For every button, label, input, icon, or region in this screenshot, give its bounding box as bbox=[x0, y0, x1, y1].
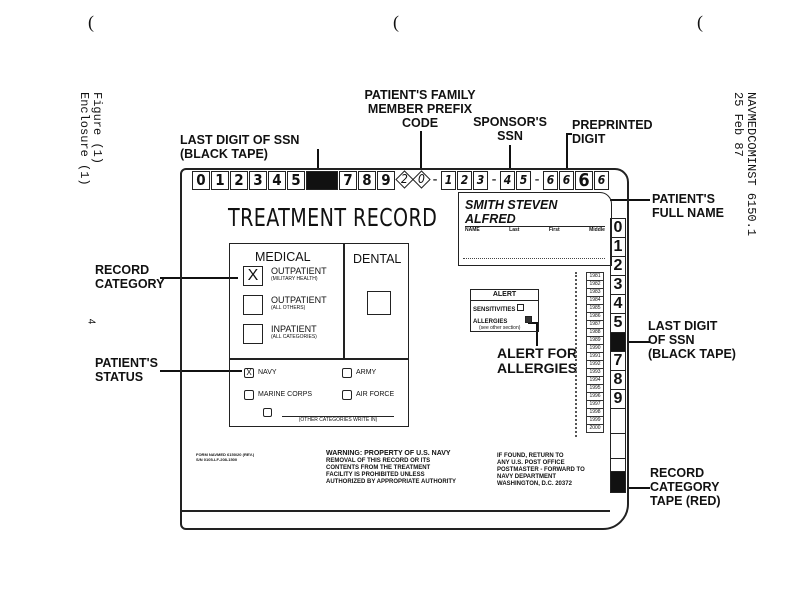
year-box: 2000 bbox=[586, 425, 604, 433]
year-box: 1999 bbox=[586, 417, 604, 425]
year-box: 1985 bbox=[586, 305, 604, 313]
year-box: 1990 bbox=[586, 345, 604, 353]
punch-mark: ( bbox=[393, 12, 399, 32]
form-title: TREATMENT RECORD bbox=[228, 203, 438, 232]
category-tape bbox=[610, 472, 626, 493]
category-label: OUTPATIENT(ALL OTHERS) bbox=[271, 295, 327, 312]
year-box: 1992 bbox=[586, 361, 604, 369]
category-label: OUTPATIENT(MILITARY HEALTH) bbox=[271, 266, 327, 283]
treatment-record-folder bbox=[180, 168, 629, 530]
year-box: 1995 bbox=[586, 385, 604, 393]
preprinted-digit: 6 bbox=[575, 171, 593, 190]
prefix-code-digit: 2 bbox=[394, 170, 414, 189]
status-label: MARINE CORPS bbox=[258, 391, 313, 398]
year-box: 1983 bbox=[586, 289, 604, 297]
year-box: 1986 bbox=[586, 313, 604, 321]
dental-checkbox[interactable] bbox=[367, 291, 391, 315]
alert-box: ALERT SENSITIVITIES ALLERGIES (see other… bbox=[470, 289, 539, 332]
year-box: 1981 bbox=[586, 273, 604, 281]
year-box: 1982 bbox=[586, 281, 604, 289]
year-box: 1984 bbox=[586, 297, 604, 305]
prefix-code-digit: 0 bbox=[411, 170, 431, 189]
status-label: ARMY bbox=[356, 369, 377, 376]
status-checkbox[interactable] bbox=[342, 390, 352, 400]
allergies-checkbox[interactable] bbox=[525, 316, 533, 323]
black-tape bbox=[610, 333, 626, 352]
category-checkbox[interactable] bbox=[243, 324, 263, 344]
year-box: 1988 bbox=[586, 329, 604, 337]
category-checkbox[interactable]: X bbox=[243, 266, 263, 286]
year-box: 1989 bbox=[586, 337, 604, 345]
year-box: 1987 bbox=[586, 321, 604, 329]
punch-mark: ( bbox=[697, 12, 703, 32]
status-label: NAVY bbox=[258, 369, 277, 376]
status-checkbox[interactable]: X bbox=[244, 368, 254, 378]
year-box: 1996 bbox=[586, 393, 604, 401]
status-checkbox[interactable] bbox=[244, 390, 254, 400]
year-box: 1998 bbox=[586, 409, 604, 417]
sensitivities-checkbox[interactable] bbox=[517, 304, 525, 311]
year-box: 1994 bbox=[586, 377, 604, 385]
category-checkbox[interactable] bbox=[243, 295, 263, 315]
other-checkbox[interactable] bbox=[263, 408, 272, 417]
figure-label: Figure (1)Enclosure (1) bbox=[77, 92, 104, 186]
year-box: 1991 bbox=[586, 353, 604, 361]
punch-mark: ( bbox=[88, 12, 94, 32]
callout-last-digit-ssn: LAST DIGIT OF SSN(BLACK TAPE) bbox=[180, 133, 300, 161]
status-label: AIR FORCE bbox=[356, 391, 395, 398]
patient-name: SMITH STEVEN ALFRED bbox=[465, 198, 605, 227]
page-number: 4 bbox=[85, 318, 97, 325]
black-tape bbox=[306, 171, 338, 190]
status-checkbox[interactable] bbox=[342, 368, 352, 378]
category-label: INPATIENT(ALL CATEGORIES) bbox=[271, 324, 317, 341]
year-box: 1993 bbox=[586, 369, 604, 377]
year-box: 1997 bbox=[586, 401, 604, 409]
category-box bbox=[229, 243, 409, 427]
